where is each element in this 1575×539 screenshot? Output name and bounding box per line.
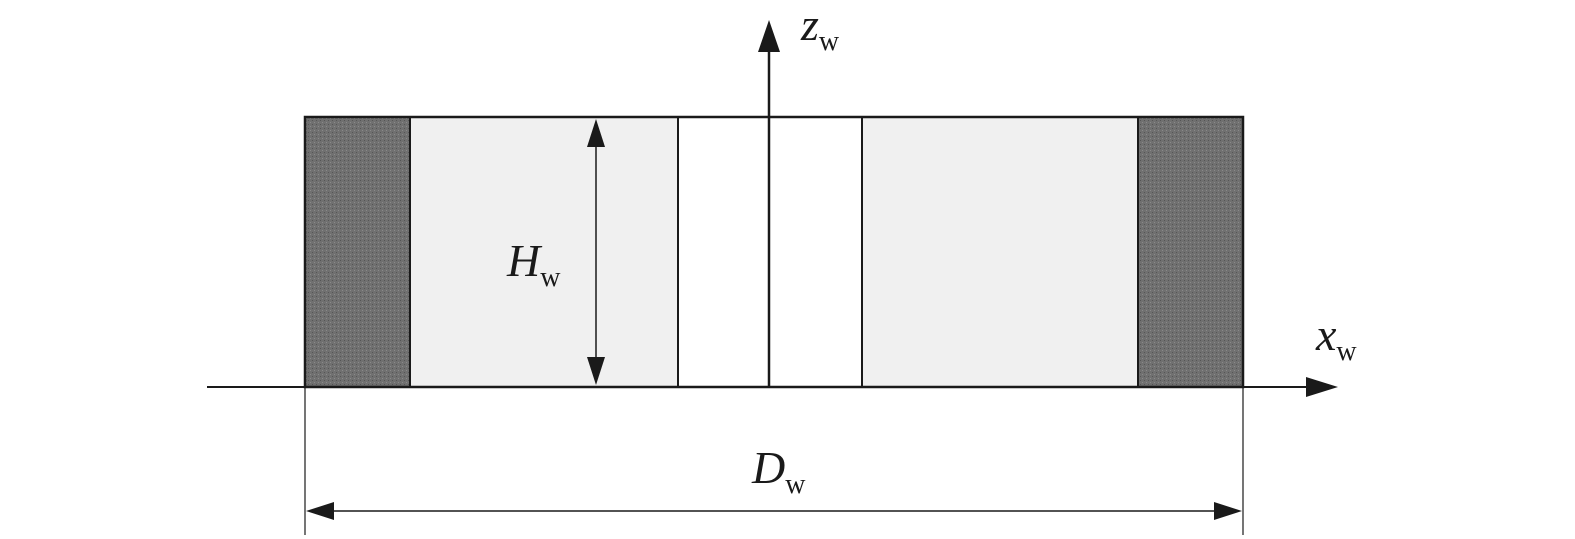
z-axis-arrowhead: [758, 20, 780, 52]
x-axis-arrowhead: [1306, 377, 1338, 397]
diameter-label: Dw: [751, 442, 806, 500]
height-label: Hw: [506, 235, 561, 293]
height-arrowhead-top: [587, 119, 605, 147]
z-axis-label: zw: [800, 0, 840, 57]
diameter-arrowhead-left: [306, 502, 334, 520]
inner-ring-left: [409, 116, 679, 388]
diameter-arrowhead-right: [1214, 502, 1242, 520]
outer-ring-right: [1137, 116, 1244, 388]
inner-ring-right: [861, 116, 1139, 388]
outer-ring-left: [304, 116, 411, 388]
x-axis-label: xw: [1315, 309, 1357, 367]
height-arrowhead-bottom: [587, 357, 605, 385]
